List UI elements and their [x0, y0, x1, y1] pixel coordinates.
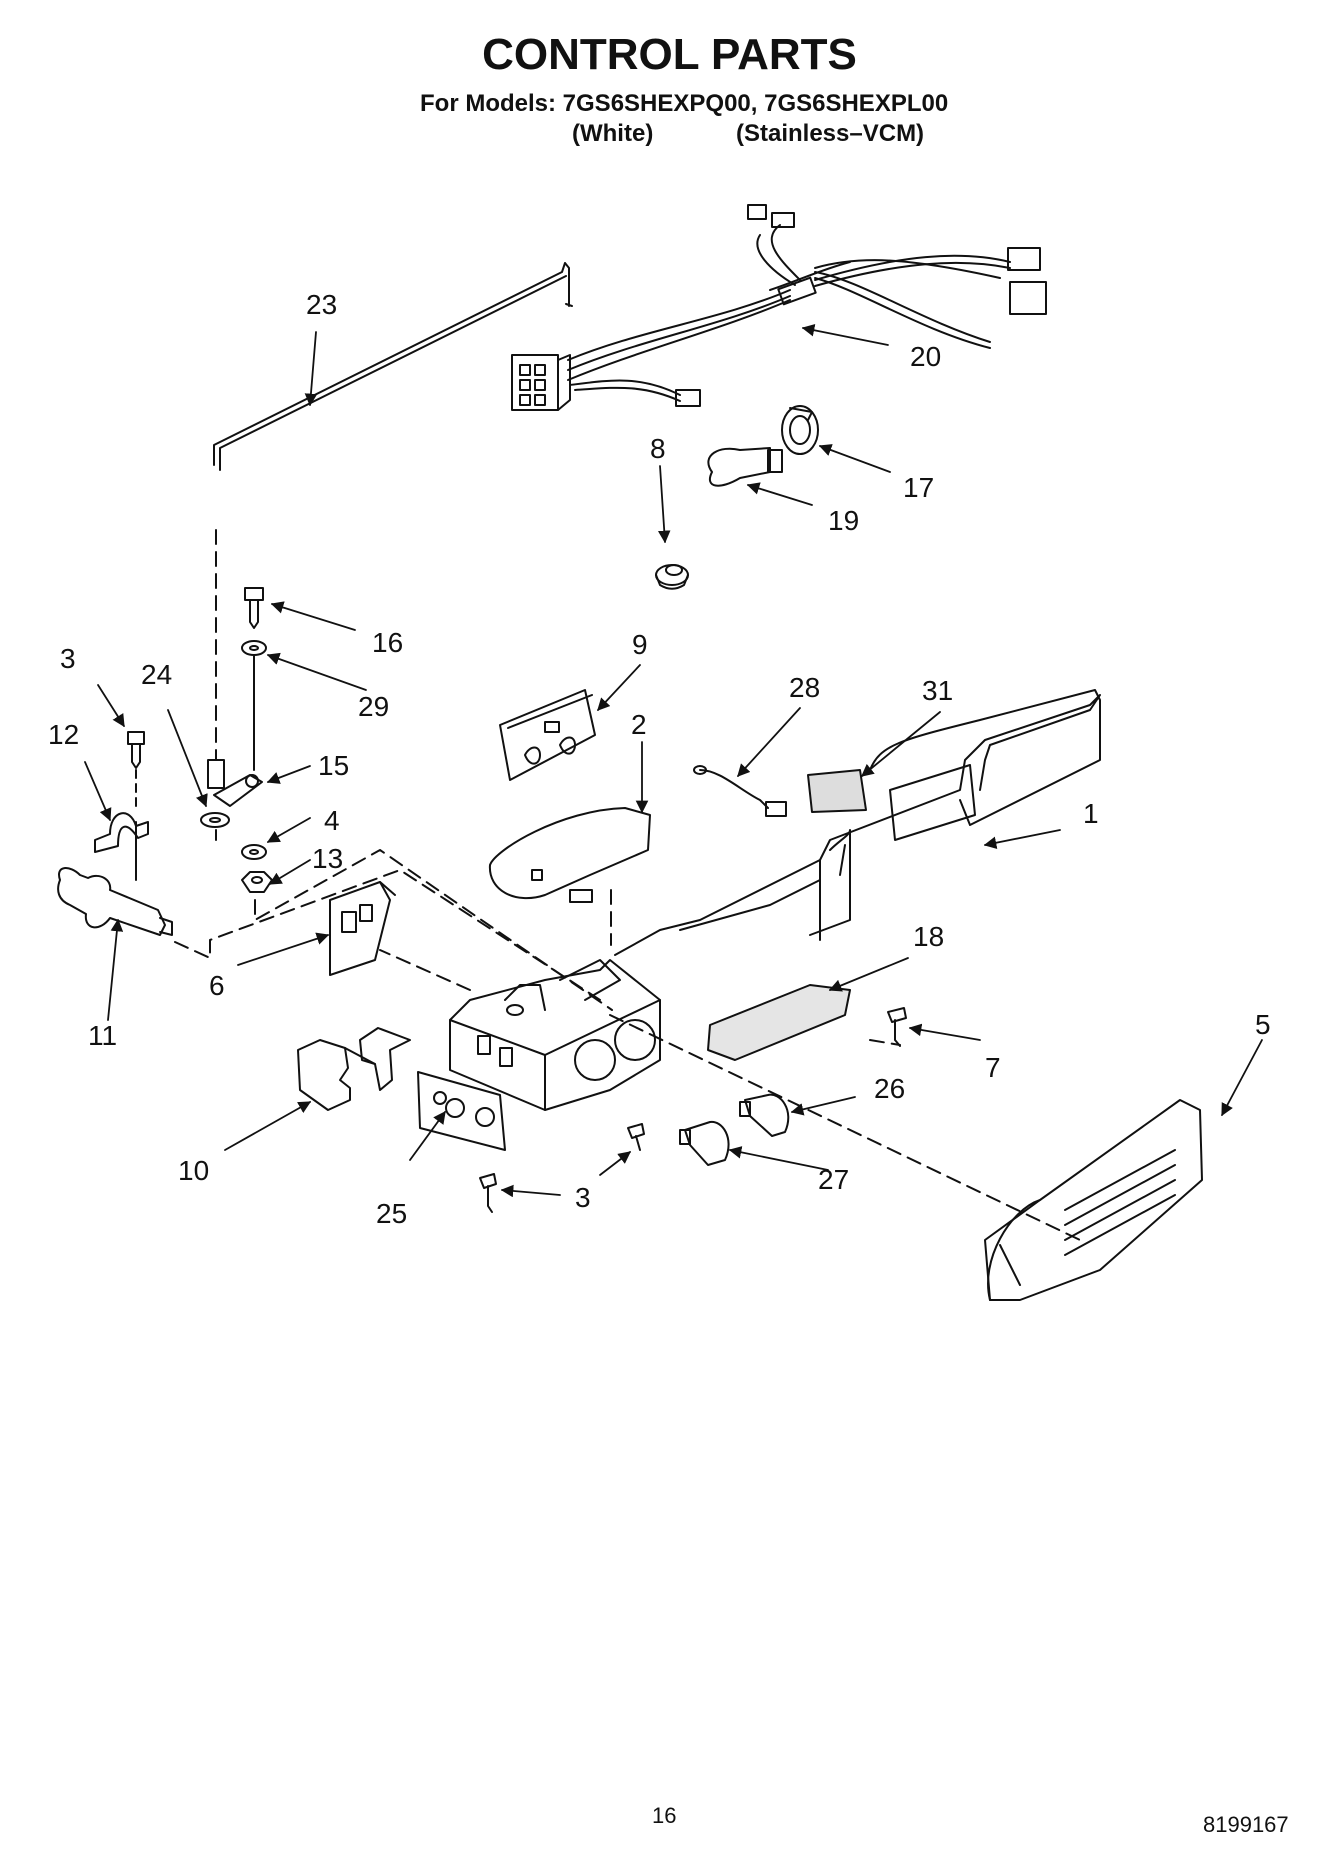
callout-10: 10 — [178, 1155, 209, 1186]
part-12-clamp — [94, 812, 149, 853]
control-base-housing — [449, 959, 661, 1111]
callout-11: 11 — [88, 1020, 117, 1051]
models-line: For Models: 7GS6SHEXPQ00, 7GS6SHEXPL00 — [420, 90, 949, 117]
part-13-nut — [241, 871, 273, 893]
callout-12: 12 — [48, 719, 79, 750]
callout-2: 2 — [631, 709, 647, 740]
callout-25: 25 — [376, 1198, 407, 1229]
callout-27: 27 — [818, 1164, 849, 1195]
document-number: 8199167 — [1203, 1812, 1289, 1837]
part-28-thermistor — [693, 765, 787, 817]
variant-stainless-label: (Stainless–VCM) — [736, 120, 925, 147]
part-10-bracket — [297, 1027, 411, 1111]
callout-3-lower: 3 — [575, 1182, 591, 1213]
callout-17: 17 — [903, 472, 934, 503]
callout-8: 8 — [650, 433, 666, 464]
part-17-socket — [781, 405, 819, 455]
part-18-pad — [707, 984, 851, 1061]
callout-29: 29 — [358, 691, 389, 722]
callout-16: 16 — [372, 627, 403, 658]
part-24-washer — [200, 812, 230, 828]
part-16-screw — [244, 587, 264, 629]
callout-3-upper: 3 — [60, 643, 76, 674]
part-5-cover — [984, 1099, 1203, 1301]
assembly-lines — [174, 529, 1081, 1241]
callout-4: 4 — [324, 805, 340, 836]
page-title: CONTROL PARTS — [482, 30, 857, 79]
callout-7: 7 — [985, 1052, 1001, 1083]
callout-18: 18 — [913, 921, 944, 952]
callout-31: 31 — [922, 675, 953, 706]
callout-26: 26 — [874, 1073, 905, 1104]
callout-24: 24 — [141, 659, 172, 690]
part-23-rod — [213, 262, 573, 471]
part-3-screw-lower — [479, 1123, 645, 1213]
callout-1: 1 — [1083, 798, 1099, 829]
part-9-shield — [499, 689, 596, 781]
part-26-knob — [739, 1093, 790, 1137]
callout-5: 5 — [1255, 1009, 1271, 1040]
callout-9: 9 — [632, 629, 648, 660]
callout-23: 23 — [306, 289, 337, 320]
variant-white-label: (White) — [572, 120, 654, 147]
part-7-screw — [887, 1007, 907, 1047]
callout-20: 20 — [910, 341, 941, 372]
callout-6: 6 — [209, 970, 225, 1001]
part-11-shaft — [57, 821, 173, 936]
part-1-housing — [614, 689, 1101, 956]
part-4-washer — [241, 844, 267, 860]
part-2-tape — [488, 807, 651, 903]
part-20-wire-harness — [511, 204, 1047, 411]
callout-15: 15 — [318, 750, 349, 781]
callout-28: 28 — [789, 672, 820, 703]
leader-arrows — [84, 324, 1263, 1198]
part-19-bulb — [707, 447, 783, 487]
part-27-knob — [679, 1120, 730, 1166]
part-6-switch — [329, 881, 396, 976]
part-8-grommet — [655, 564, 689, 590]
callout-19: 19 — [828, 505, 859, 536]
callout-13: 13 — [312, 843, 343, 874]
part-25-overlay — [417, 1071, 506, 1151]
part-29-washer — [241, 640, 267, 771]
part-3-screw-upper — [127, 731, 145, 813]
page-number: 16 — [652, 1803, 677, 1828]
part-31-pad — [807, 769, 867, 813]
callout-labels: 23 20 8 17 19 16 29 3 24 12 15 4 13 9 2 … — [48, 289, 1271, 1229]
